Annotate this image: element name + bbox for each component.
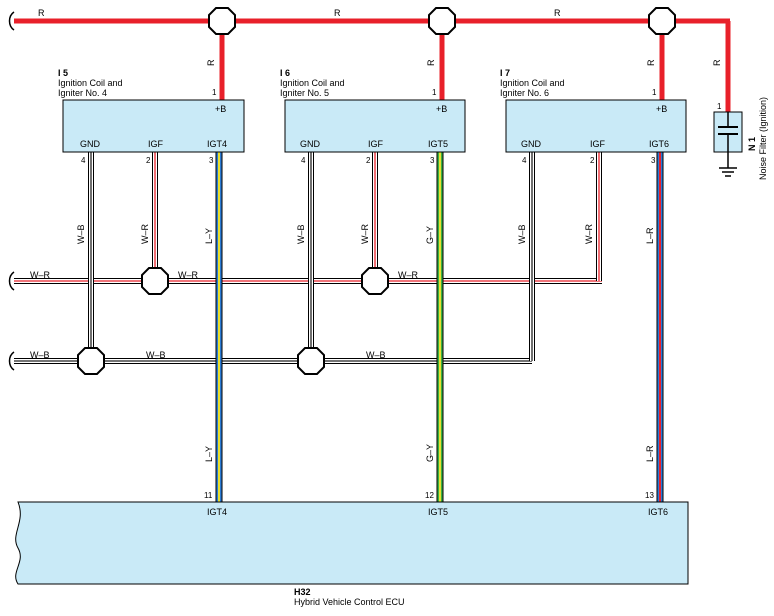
wire-label-r: R — [206, 59, 216, 66]
i5-gnd: GND — [80, 139, 101, 149]
i5-igt: IGT4 — [207, 139, 227, 149]
i5-body — [62, 99, 245, 153]
i5-igf: IGF — [148, 139, 164, 149]
junction-r-i5 — [208, 7, 236, 35]
h32-igt6: IGT6 — [648, 507, 668, 517]
component-h32: 11 12 13 IGT4 IGT5 IGT6 H32 Hybrid Vehic… — [15, 491, 689, 607]
wire-label-r: R — [712, 59, 722, 66]
component-i5: I 5 Ignition Coil and Igniter No. 4 +B 1… — [58, 68, 245, 165]
i7-igf: IGF — [590, 139, 606, 149]
h32-pin-igt5: 12 — [425, 491, 434, 500]
i7-pin-gnd: 4 — [522, 156, 527, 165]
i6-pin-plus: 1 — [432, 88, 437, 97]
h32-name: Hybrid Vehicle Control ECU — [294, 597, 405, 607]
w-r-bus — [8, 271, 602, 291]
i7-id: I 7 — [500, 68, 510, 78]
junctions — [77, 7, 676, 375]
i7-name-2: Igniter No. 6 — [500, 88, 549, 98]
junction-r-i6 — [428, 7, 456, 35]
i5-name-2: Igniter No. 4 — [58, 88, 107, 98]
i5-pin-plus: 1 — [212, 88, 217, 97]
h32-igt5: IGT5 — [428, 507, 448, 517]
junction-w-r-i5 — [141, 267, 169, 295]
i7-name-1: Ignition Coil and — [500, 78, 565, 88]
wire-label-l-y: L–Y — [204, 446, 214, 462]
component-n1: 1 N 1 Noise Filter (Ignition) — [713, 97, 768, 180]
i5-id: I 5 — [58, 68, 68, 78]
wire-label-w-r: W–R — [140, 224, 150, 245]
h32-id: H32 — [294, 587, 311, 597]
igf-wires — [152, 152, 602, 281]
component-i7: I 7 Ignition Coil and Igniter No. 6 +B 1… — [500, 68, 687, 165]
wire-label-w-r: W–R — [398, 270, 419, 280]
wire-label-r: R — [646, 59, 656, 66]
i7-igt: IGT6 — [649, 139, 669, 149]
gnd-wires — [88, 152, 535, 361]
junction-w-b-i5 — [77, 347, 105, 375]
r-power-bus — [8, 11, 731, 112]
h32-pin-igt6: 13 — [645, 491, 654, 500]
n1-pin: 1 — [717, 102, 722, 111]
i6-body — [284, 99, 466, 153]
i7-pin-plus: 1 — [652, 88, 657, 97]
h32-body — [15, 501, 689, 585]
i7-pin-igf: 2 — [590, 156, 595, 165]
wire-label-w-b: W–B — [517, 224, 527, 244]
wire-label-w-r: W–R — [584, 224, 594, 245]
wire-label-w-b: W–B — [296, 224, 306, 244]
i5-plus-b: +B — [215, 104, 226, 114]
i6-igf: IGF — [368, 139, 384, 149]
i7-plus-b: +B — [656, 104, 667, 114]
h32-igt4: IGT4 — [207, 507, 227, 517]
i5-pin-gnd: 4 — [81, 156, 86, 165]
i6-id: I 6 — [280, 68, 290, 78]
i6-name-1: Ignition Coil and — [280, 78, 345, 88]
i7-gnd: GND — [521, 139, 542, 149]
wire-label-r: R — [426, 59, 436, 66]
i6-igt: IGT5 — [428, 139, 448, 149]
i6-pin-igf: 2 — [366, 156, 371, 165]
wire-label-l-y: L–Y — [204, 228, 214, 244]
junction-w-b-i6 — [297, 347, 325, 375]
i5-name-1: Ignition Coil and — [58, 78, 123, 88]
wire-label-g-y: G–Y — [425, 226, 435, 244]
wire-label-r: R — [554, 8, 561, 18]
i6-pin-gnd: 4 — [301, 156, 306, 165]
wire-label-w-r: W–R — [360, 224, 370, 245]
i6-name-2: Igniter No. 5 — [280, 88, 329, 98]
wire-label-w-b: W–B — [146, 350, 166, 360]
junction-r-i7 — [648, 7, 676, 35]
junction-w-r-i6 — [361, 267, 389, 295]
wire-label-w-b: W–B — [76, 224, 86, 244]
wire-label-w-r: W–R — [178, 270, 199, 280]
wire-label-r: R — [334, 8, 341, 18]
i7-pin-igt: 3 — [651, 156, 656, 165]
i6-pin-igt: 3 — [430, 156, 435, 165]
n1-id: N 1 — [747, 137, 757, 151]
i7-body — [505, 99, 687, 153]
wire-label-w-r: W–R — [30, 270, 51, 280]
wire-label-w-b: W–B — [366, 350, 386, 360]
wire-label-l-r: L–R — [645, 227, 655, 244]
component-i6: I 6 Ignition Coil and Igniter No. 5 +B 1… — [280, 68, 466, 165]
i5-pin-igf: 2 — [146, 156, 151, 165]
wire-label-g-y: G–Y — [425, 444, 435, 462]
wire-label-l-r: L–R — [645, 445, 655, 462]
i5-pin-igt: 3 — [209, 156, 214, 165]
i6-gnd: GND — [300, 139, 321, 149]
h32-pin-igt4: 11 — [204, 491, 213, 500]
n1-name: Noise Filter (Ignition) — [758, 97, 768, 180]
wire-label-r: R — [38, 8, 45, 18]
wire-label-w-b: W–B — [30, 350, 50, 360]
i6-plus-b: +B — [436, 104, 447, 114]
